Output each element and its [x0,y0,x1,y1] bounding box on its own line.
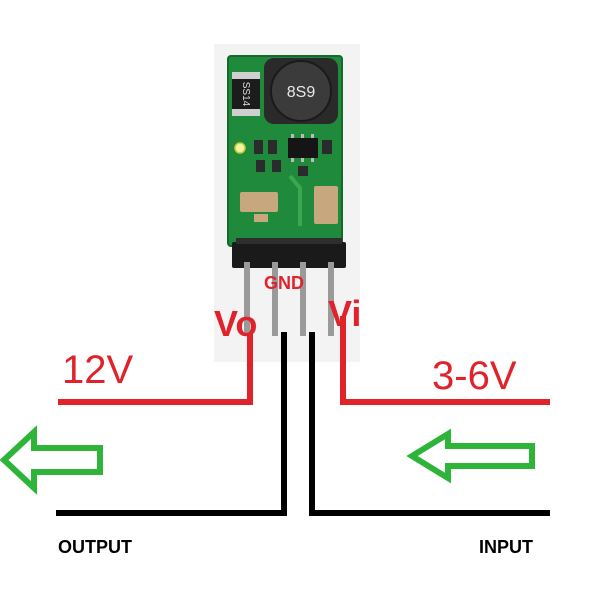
smd-components [254,140,332,176]
output-voltage-label: 12V [62,348,134,392]
input-voltage-label: 3-6V [432,354,517,398]
inductor-marking: 8S9 [287,84,316,101]
diode-marking: SS14 [240,82,251,107]
pcb-board: SS14 8S9 [227,55,343,247]
input-label: INPUT [479,537,533,557]
pin-vo-label: Vo [214,303,258,344]
inductor-component: 8S9 [264,58,338,124]
input-ground-wire [309,332,550,516]
output-label: OUTPUT [58,537,132,557]
input-arrow-icon [406,428,535,484]
capacitor-left [240,192,278,212]
ic-chip [288,134,318,162]
output-arrow-icon [0,425,103,495]
input-positive-wire [340,316,550,405]
mounting-hole [234,142,246,154]
output-ground-wire [56,332,287,516]
pin-gnd-label: GND [264,273,304,293]
pin-header [232,238,346,336]
pin-vi-label: Vi [328,293,362,334]
output-positive-wire [58,334,253,405]
capacitor-right [314,186,338,224]
diode-component: SS14 [232,72,260,116]
